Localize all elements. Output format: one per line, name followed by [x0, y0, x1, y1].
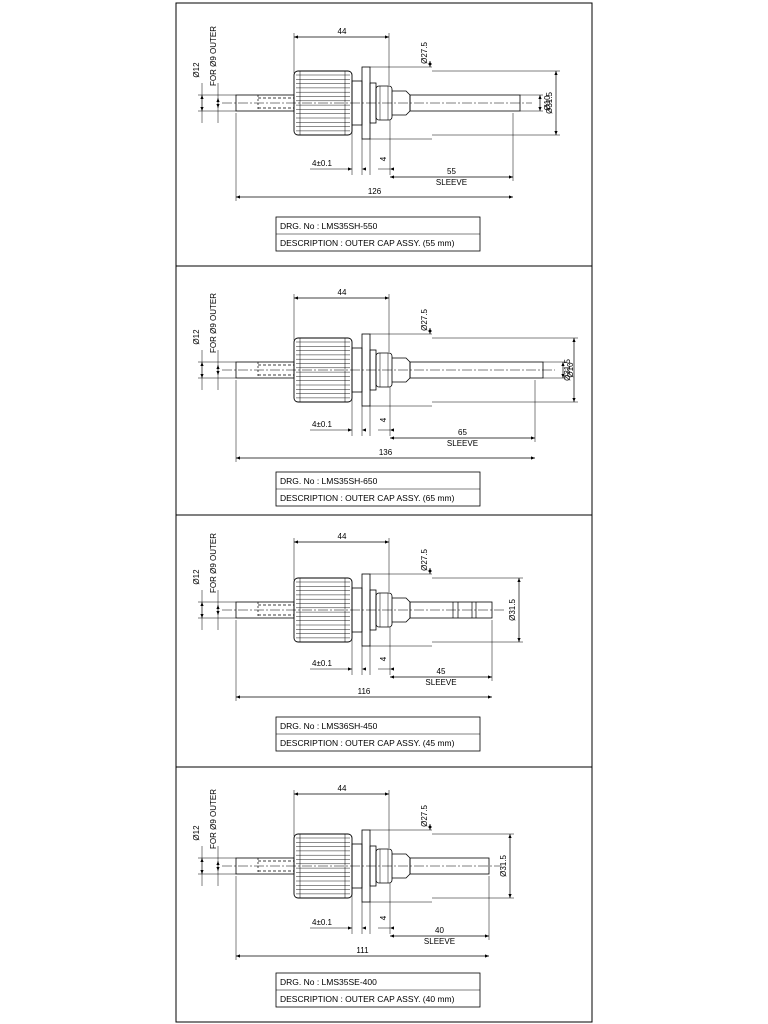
drawing-number: DRG. No : LMS35SH-550	[280, 221, 378, 231]
dim-body-width: 44	[338, 27, 347, 36]
dim-gap: 4	[379, 656, 388, 661]
dim-shaft: Ø12	[192, 569, 201, 585]
dim-total-length: 136	[379, 448, 393, 457]
dim-gap: 4	[379, 915, 388, 920]
dim-outer-dia: Ø31.5	[545, 92, 554, 114]
drawing-number: DRG. No : LMS35SE-400	[280, 977, 377, 987]
panel-frame	[175, 265, 593, 516]
dim-body-width: 44	[338, 288, 347, 297]
dim-shaft: Ø12	[192, 62, 201, 78]
dim-sleeve-label: SLEEVE	[424, 937, 455, 946]
dim-tolerance: 4±0.1	[312, 159, 333, 168]
dim-cap-dia: Ø27.5	[420, 549, 429, 571]
dim-sleeve-length: 45	[437, 667, 446, 676]
dim-for-outer: FOR Ø9 OUTER	[209, 789, 218, 849]
dim-body-width: 44	[338, 784, 347, 793]
dim-total-length: 126	[368, 187, 382, 196]
drawing-description: DESCRIPTION : OUTER CAP ASSY. (40 mm)	[280, 994, 455, 1004]
dim-sleeve-length: 40	[435, 926, 444, 935]
dim-cap-dia: Ø27.5	[420, 805, 429, 827]
dim-body-width: 44	[338, 532, 347, 541]
dim-gap: 4	[379, 417, 388, 422]
dim-bore: Ø10	[543, 95, 552, 111]
dim-sleeve-label: SLEEVE	[447, 439, 478, 448]
dim-sleeve-length: 55	[447, 167, 456, 176]
panel-frame	[175, 514, 593, 768]
dim-outer-dia: Ø31.5	[508, 599, 517, 621]
dim-gap: 4	[379, 156, 388, 161]
drawing-number: DRG. No : LMS35SH-650	[280, 476, 378, 486]
dim-cap-dia: Ø27.5	[420, 309, 429, 331]
dim-outer-dia: Ø31.5	[563, 359, 572, 381]
outer-cap-assembly	[235, 573, 493, 647]
dim-shaft: Ø12	[192, 825, 201, 841]
dim-cap-dia: Ø27.5	[420, 42, 429, 64]
drawing-description: DESCRIPTION : OUTER CAP ASSY. (45 mm)	[280, 738, 455, 748]
dim-sleeve-label: SLEEVE	[425, 678, 456, 687]
dim-for-outer: FOR Ø9 OUTER	[209, 533, 218, 593]
dim-tolerance: 4±0.1	[312, 918, 333, 927]
drawing-description: DESCRIPTION : OUTER CAP ASSY. (55 mm)	[280, 238, 455, 248]
dim-shaft: Ø12	[192, 329, 201, 345]
panel-frame	[175, 766, 593, 1023]
panel-frame	[175, 2, 593, 267]
drawing-number: DRG. No : LMS36SH-450	[280, 721, 378, 731]
dim-sleeve-label: SLEEVE	[436, 178, 467, 187]
dim-for-outer: FOR Ø9 OUTER	[209, 293, 218, 353]
dim-bore: Ø10	[566, 362, 575, 378]
dim-tolerance: 4±0.1	[312, 659, 333, 668]
dim-total-length: 116	[358, 687, 371, 696]
dim-total-length: 111	[356, 946, 369, 955]
dim-for-outer: FOR Ø9 OUTER	[209, 26, 218, 86]
drawing-description: DESCRIPTION : OUTER CAP ASSY. (65 mm)	[280, 493, 455, 503]
dim-tolerance: 4±0.1	[312, 420, 333, 429]
dim-sleeve-length: 65	[458, 428, 467, 437]
dim-outer-dia: Ø31.5	[499, 855, 508, 877]
